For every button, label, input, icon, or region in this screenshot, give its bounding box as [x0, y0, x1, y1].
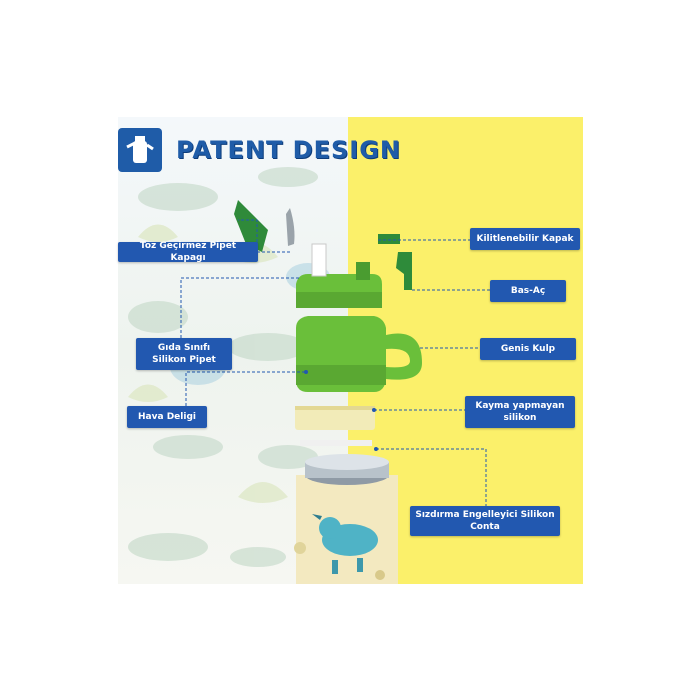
label-wide-handle: Genis Kulp	[480, 338, 576, 360]
label-lockable-lid-text: Kilitlenebilir Kapak	[476, 234, 574, 244]
label-non-slip-silicone-text: Kayma yapmayan silikon	[475, 401, 565, 423]
label-lockable-lid: Kilitlenebilir Kapak	[470, 228, 580, 250]
page-title: PATENT DESIGN	[176, 136, 401, 164]
label-air-hole: Hava Deligi	[127, 406, 207, 428]
title-block: PATENT DESIGN	[118, 128, 401, 172]
label-push-open-text: Bas-Aç	[510, 286, 546, 296]
label-food-grade-straw-text: Gıda Sınıfı Silikon Pipet	[152, 343, 216, 365]
label-dust-cap: Toz Geçirmez Pipet Kapagı	[118, 241, 258, 263]
label-food-grade-straw: Gıda Sınıfı Silikon Pipet	[136, 338, 232, 370]
label-non-slip-silicone: Kayma yapmayan silikon	[465, 396, 575, 428]
label-push-open: Bas-Aç	[490, 280, 566, 302]
label-leakproof-seal-text: Sızdırma Engelleyici Silikon Conta	[415, 510, 555, 532]
label-air-hole-text: Hava Deligi	[138, 412, 196, 422]
bottle-icon	[118, 128, 162, 172]
label-leakproof-seal: Sızdırma Engelleyici Silikon Conta	[410, 506, 560, 536]
label-dust-cap-text: Toz Geçirmez Pipet Kapagı	[139, 241, 237, 263]
label-wide-handle-text: Genis Kulp	[500, 344, 556, 354]
